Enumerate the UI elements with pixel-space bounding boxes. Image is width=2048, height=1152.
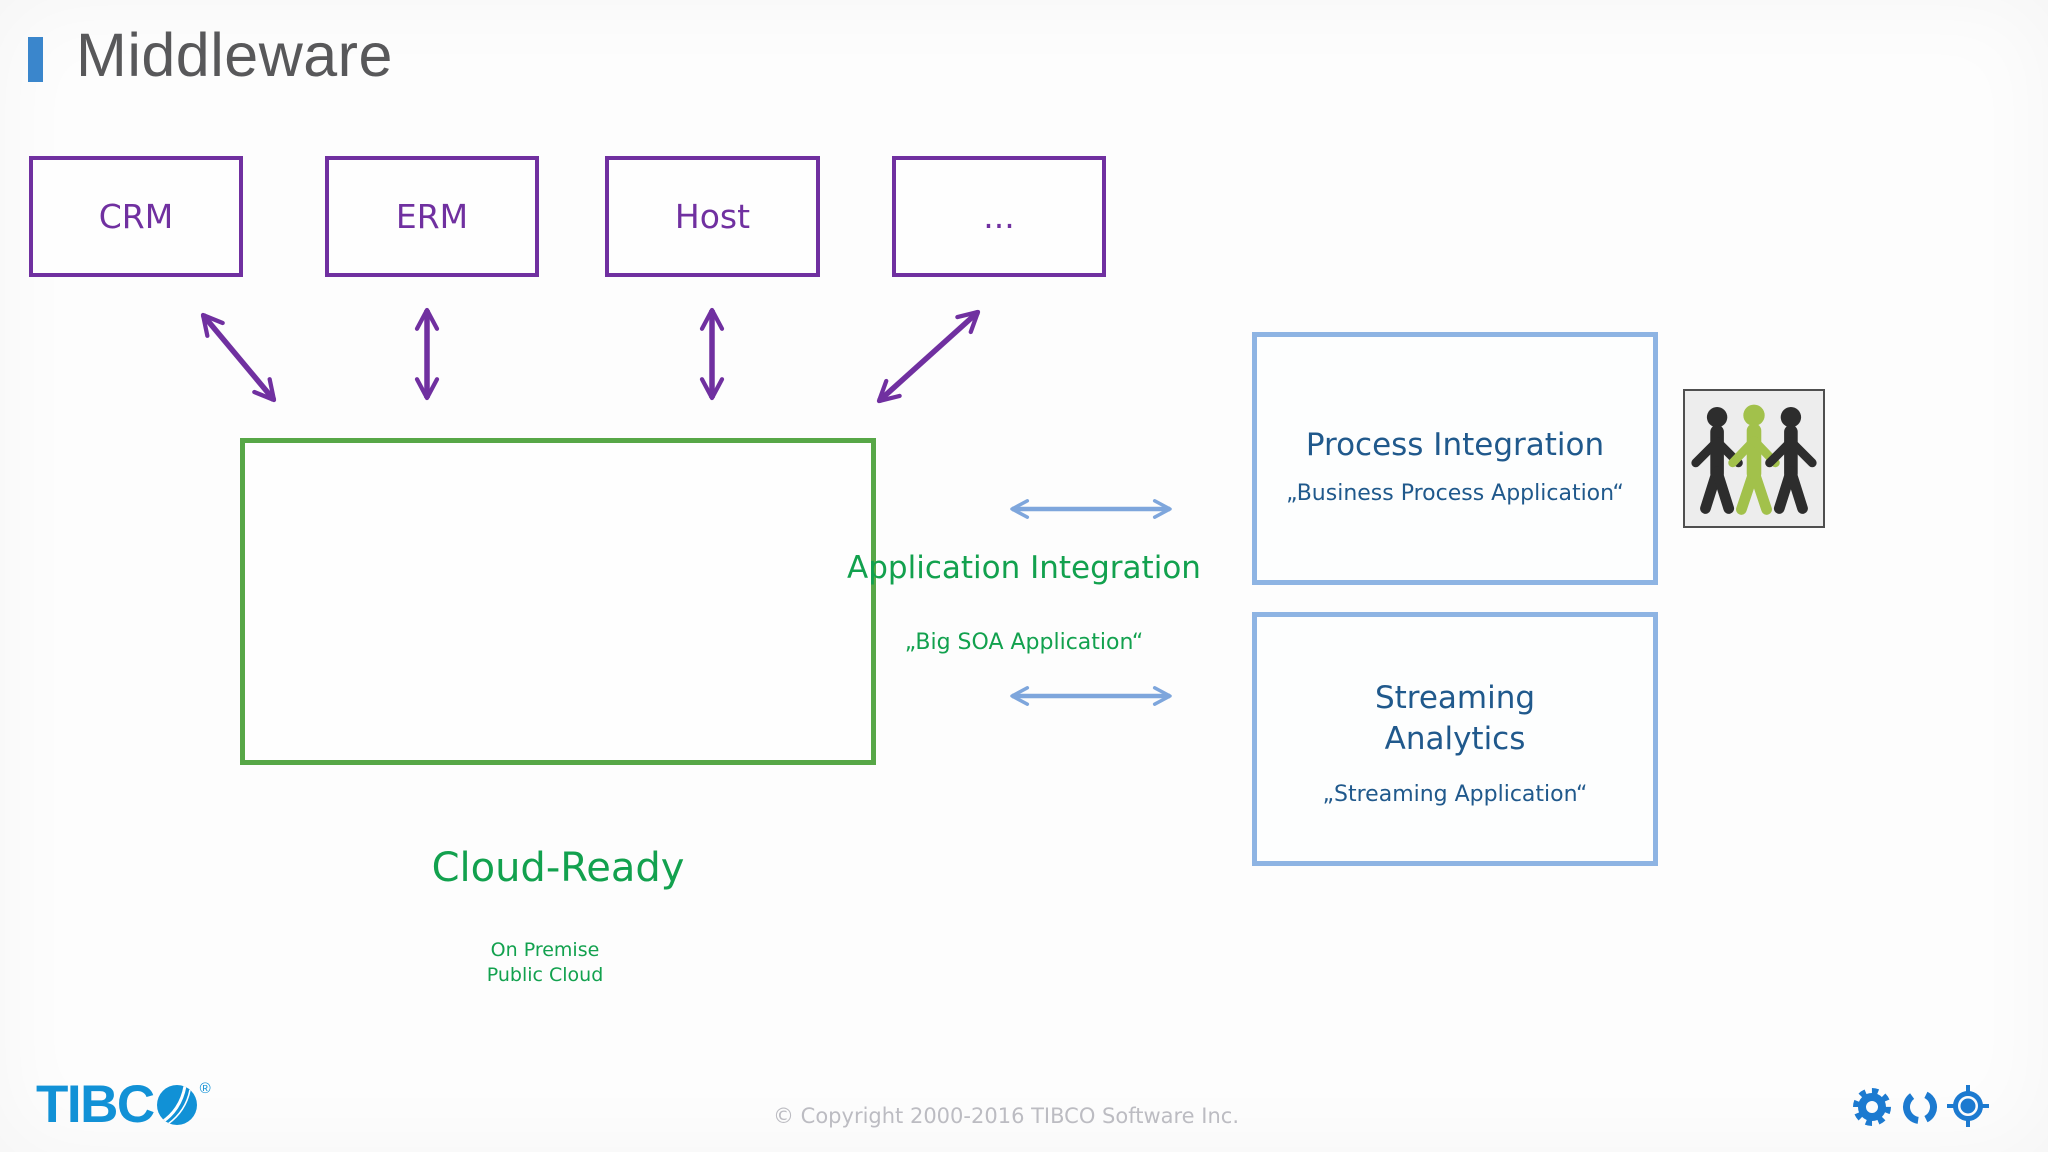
application-integration-subtitle: „Big SOA Application“: [904, 630, 1144, 655]
source-box-others: ...: [892, 156, 1106, 277]
streaming-analytics-box: [1252, 612, 1658, 866]
process-integration-title: Process Integration: [1305, 427, 1605, 463]
copyright-text: © Copyright 2000-2016 TIBCO Software Inc…: [773, 1104, 1239, 1128]
registered-trademark-symbol: ®: [199, 1080, 211, 1097]
page-title: Middleware: [76, 21, 393, 89]
purple-arrow-crm: [200, 312, 277, 403]
footer-icon-group: [1840, 1080, 2000, 1136]
tibco-logo-text: TIBC: [36, 1075, 155, 1134]
settings-gear-button[interactable]: [1848, 1084, 1894, 1130]
footer-icons-graphic: [1853, 1085, 1989, 1127]
source-box-erm-label: ERM: [395, 197, 469, 236]
streaming-analytics-title-line2: Analytics: [1384, 721, 1526, 757]
title-accent-bar: [28, 37, 43, 82]
process-integration-subtitle: „Business Process Application“: [1286, 481, 1624, 506]
target-button[interactable]: [1944, 1084, 1990, 1130]
application-integration-box: [240, 438, 876, 765]
purple-arrow-others: [876, 309, 981, 404]
source-box-crm: CRM: [29, 156, 243, 277]
source-box-erm: ERM: [325, 156, 539, 277]
application-integration-title: Application Integration: [847, 550, 1201, 586]
source-box-crm-label: CRM: [98, 197, 174, 236]
three-people-icon: [1683, 389, 1825, 528]
tibco-logo: TIBC ®: [36, 1075, 211, 1134]
source-box-host: Host: [605, 156, 820, 277]
cloud-ready-lines: On Premise Public Cloud: [487, 938, 604, 988]
streaming-analytics-subtitle: „Streaming Application“: [1322, 782, 1588, 807]
cloud-ready-line-public-cloud: Public Cloud: [486, 964, 604, 986]
tibco-globe-icon: [156, 1085, 197, 1125]
source-box-others-label: ...: [983, 197, 1015, 236]
target-icon: [1947, 1085, 1989, 1127]
refresh-button[interactable]: [1896, 1084, 1942, 1130]
source-box-host-label: Host: [674, 197, 751, 236]
streaming-analytics-title-line1: Streaming: [1374, 680, 1536, 716]
three-people-graphic: [1691, 404, 1817, 515]
cloud-ready-headline: Cloud-Ready: [431, 845, 685, 891]
cloud-ready-line-on-premise: On Premise: [490, 939, 600, 961]
settings-gear-icon: [1853, 1088, 1891, 1126]
process-integration-box: [1252, 332, 1658, 585]
